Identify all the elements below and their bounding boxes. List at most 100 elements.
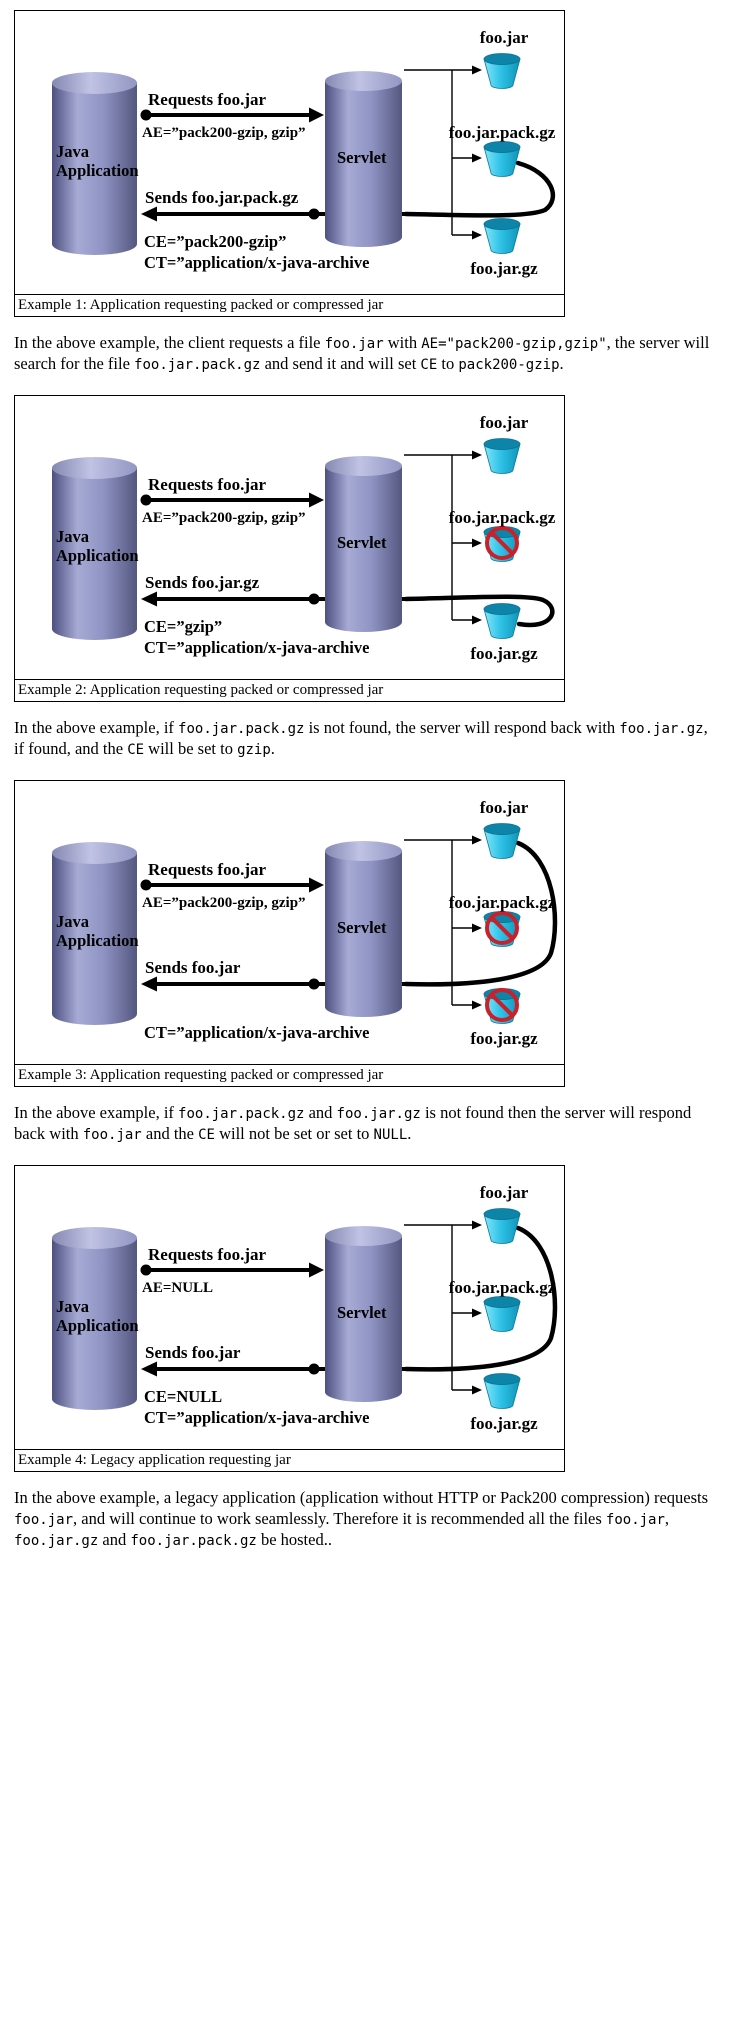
- client-label-line1: Java: [56, 142, 89, 161]
- content-encoding-label: CE=”pack200-gzip”: [144, 232, 286, 251]
- jar-cup-icon: [483, 822, 521, 859]
- request-origin-dot: [140, 109, 152, 121]
- packgz-cup-icon: [483, 1295, 521, 1332]
- gz-file-label: foo.jar.gz: [470, 644, 538, 663]
- example-2-panel: Requests foo.jar AE=”pack200-gzip, gzip”…: [14, 394, 565, 702]
- content-type-label: CT=”application/x-java-archive: [144, 1408, 369, 1427]
- not-found-icon: [485, 525, 519, 560]
- accept-encoding-label: AE=NULL: [142, 1280, 213, 1296]
- response-arrowhead: [141, 976, 157, 992]
- java-application-cylinder: [52, 72, 137, 255]
- gz-cup-icon: [483, 218, 521, 254]
- request-origin-dot: [140, 494, 152, 506]
- servlet-cylinder: [325, 71, 402, 247]
- not-found-icon: [485, 910, 519, 945]
- jar-file-label: foo.jar: [480, 28, 529, 47]
- request-arrowhead: [309, 492, 324, 508]
- example-4-panel: Requests foo.jar AE=NULL Sends foo.jar C…: [14, 1164, 565, 1472]
- explanation-paragraph: In the above example, a legacy applicati…: [14, 1487, 709, 1549]
- jar-file-label: foo.jar: [480, 413, 529, 432]
- java-application-cylinder: [52, 456, 137, 640]
- servlet-cylinder: [325, 1225, 402, 1402]
- content-type-label: CT=”application/x-java-archive: [144, 253, 369, 272]
- packgz-file-label: foo.jar.pack.gz: [449, 1278, 556, 1297]
- client-label-line2: Application: [56, 546, 139, 565]
- client-label-line2: Application: [56, 1316, 139, 1335]
- response-label: Sends foo.jar: [145, 958, 241, 977]
- file-tree: [404, 65, 482, 240]
- file-tree: [404, 450, 482, 625]
- file-tree: [404, 1220, 482, 1395]
- response-origin-dot: [308, 593, 320, 605]
- packgz-cup-icon: [483, 141, 521, 177]
- response-label: Sends foo.jar.gz: [145, 573, 260, 592]
- content-encoding-label: CE=”gzip”: [144, 617, 222, 636]
- response-label: Sends foo.jar.pack.gz: [145, 188, 299, 207]
- explanation-paragraph: In the above example, if foo.jar.pack.gz…: [14, 717, 708, 758]
- example-2-diagram: Requests foo.jar AE=”pack200-gzip, gzip”…: [52, 413, 556, 663]
- explanation-paragraph: In the above example, the client request…: [14, 333, 710, 373]
- request-arrowhead: [309, 877, 324, 893]
- jar-file-label: foo.jar: [480, 1183, 529, 1202]
- client-label-line1: Java: [56, 912, 89, 931]
- servlet-cylinder: [325, 455, 402, 632]
- served-file-curve: [403, 840, 558, 987]
- gz-file-label: foo.jar.gz: [470, 1029, 538, 1048]
- gz-file-label: foo.jar.gz: [470, 1414, 538, 1433]
- figure-caption: Example 2: Application requesting packed…: [15, 678, 564, 701]
- content-encoding-label: CE=NULL: [144, 1387, 222, 1406]
- example-1-diagram: Requests foo.jar AE=”pack200-gzip, gzip”…: [52, 28, 556, 278]
- request-label: Requests foo.jar: [148, 90, 266, 109]
- client-label-line1: Java: [56, 527, 89, 546]
- response-origin-dot: [308, 978, 320, 990]
- java-application-cylinder: [52, 841, 137, 1025]
- packgz-file-label: foo.jar.pack.gz: [449, 123, 556, 142]
- gz-cup-icon: [483, 1372, 521, 1409]
- gz-cup-icon: [483, 603, 521, 639]
- served-file-curve: [403, 1225, 558, 1372]
- client-label-line2: Application: [56, 161, 139, 180]
- example-1-panel: Requests foo.jar AE=”pack200-gzip, gzip”…: [14, 10, 565, 317]
- response-arrowhead: [141, 1361, 157, 1377]
- java-application-cylinder: [52, 1226, 137, 1410]
- accept-encoding-label: AE=”pack200-gzip, gzip”: [142, 125, 306, 141]
- server-label: Servlet: [337, 918, 387, 937]
- client-label-line2: Application: [56, 931, 139, 950]
- jar-cup-icon: [483, 438, 521, 474]
- client-label-line1: Java: [56, 1297, 89, 1316]
- request-label: Requests foo.jar: [148, 475, 266, 494]
- content-type-label: CT=”application/x-java-archive: [144, 1023, 369, 1042]
- file-tree: [404, 835, 482, 1010]
- packgz-file-label: foo.jar.pack.gz: [449, 893, 556, 912]
- response-origin-dot: [308, 1363, 320, 1375]
- jar-file-label: foo.jar: [480, 798, 529, 817]
- server-label: Servlet: [337, 1303, 387, 1322]
- request-arrowhead: [309, 107, 324, 123]
- response-arrowhead: [141, 206, 157, 222]
- figure-caption: Example 1: Application requesting packed…: [15, 294, 564, 316]
- request-origin-dot: [140, 1264, 152, 1276]
- response-origin-dot: [308, 208, 320, 220]
- response-arrowhead: [141, 591, 157, 607]
- response-label: Sends foo.jar: [145, 1343, 241, 1362]
- served-file-curve: [403, 160, 556, 218]
- server-label: Servlet: [337, 533, 387, 552]
- example-4-diagram: Requests foo.jar AE=NULL Sends foo.jar C…: [52, 1183, 558, 1433]
- not-found-icon: [485, 987, 519, 1022]
- example-3-panel: Requests foo.jar AE=”pack200-gzip, gzip”…: [14, 779, 565, 1087]
- packgz-file-label: foo.jar.pack.gz: [449, 508, 556, 527]
- accept-encoding-label: AE=”pack200-gzip, gzip”: [142, 510, 306, 526]
- request-label: Requests foo.jar: [148, 860, 266, 879]
- content-type-label: CT=”application/x-java-archive: [144, 638, 369, 657]
- request-arrowhead: [309, 1262, 324, 1278]
- jar-cup-icon: [483, 1207, 521, 1244]
- request-origin-dot: [140, 879, 152, 891]
- accept-encoding-label: AE=”pack200-gzip, gzip”: [142, 895, 306, 911]
- example-3-diagram: Requests foo.jar AE=”pack200-gzip, gzip”…: [52, 798, 558, 1048]
- request-label: Requests foo.jar: [148, 1245, 266, 1264]
- explanation-paragraph: In the above example, if foo.jar.pack.gz…: [14, 1102, 692, 1143]
- server-label: Servlet: [337, 148, 387, 167]
- figure-caption: Example 4: Legacy application requesting…: [15, 1448, 564, 1471]
- gz-file-label: foo.jar.gz: [470, 259, 538, 278]
